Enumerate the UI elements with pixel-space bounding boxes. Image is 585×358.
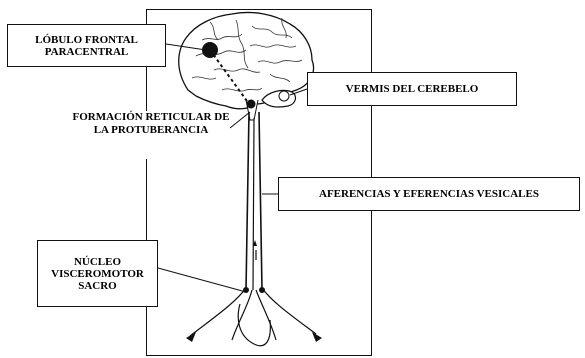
label-lobulo-frontal: LÓBULO FRONTAL PARACENTRAL <box>7 24 166 67</box>
nerve-branches <box>190 288 316 346</box>
label-vermis-cerebelo: VERMIS DEL CEREBELO <box>307 72 517 106</box>
pointer-formacion <box>230 112 250 128</box>
label-nucleo-visceromotor: NÚCLEO VISCEROMOTOR SACRO <box>37 240 158 307</box>
pontine-node <box>247 100 256 109</box>
label-formacion-reticular: FORMACIÓN RETICULAR DE LA PROTUBERANCIA <box>72 111 230 159</box>
label-aferencias-eferencias: AFERENCIAS Y EFERENCIAS VESICALES <box>278 177 580 211</box>
inner-fiber <box>253 118 254 290</box>
left-efferent-arrow <box>186 332 196 342</box>
pointer-nucleo <box>158 268 246 292</box>
right-efferent-arrow <box>312 332 322 342</box>
